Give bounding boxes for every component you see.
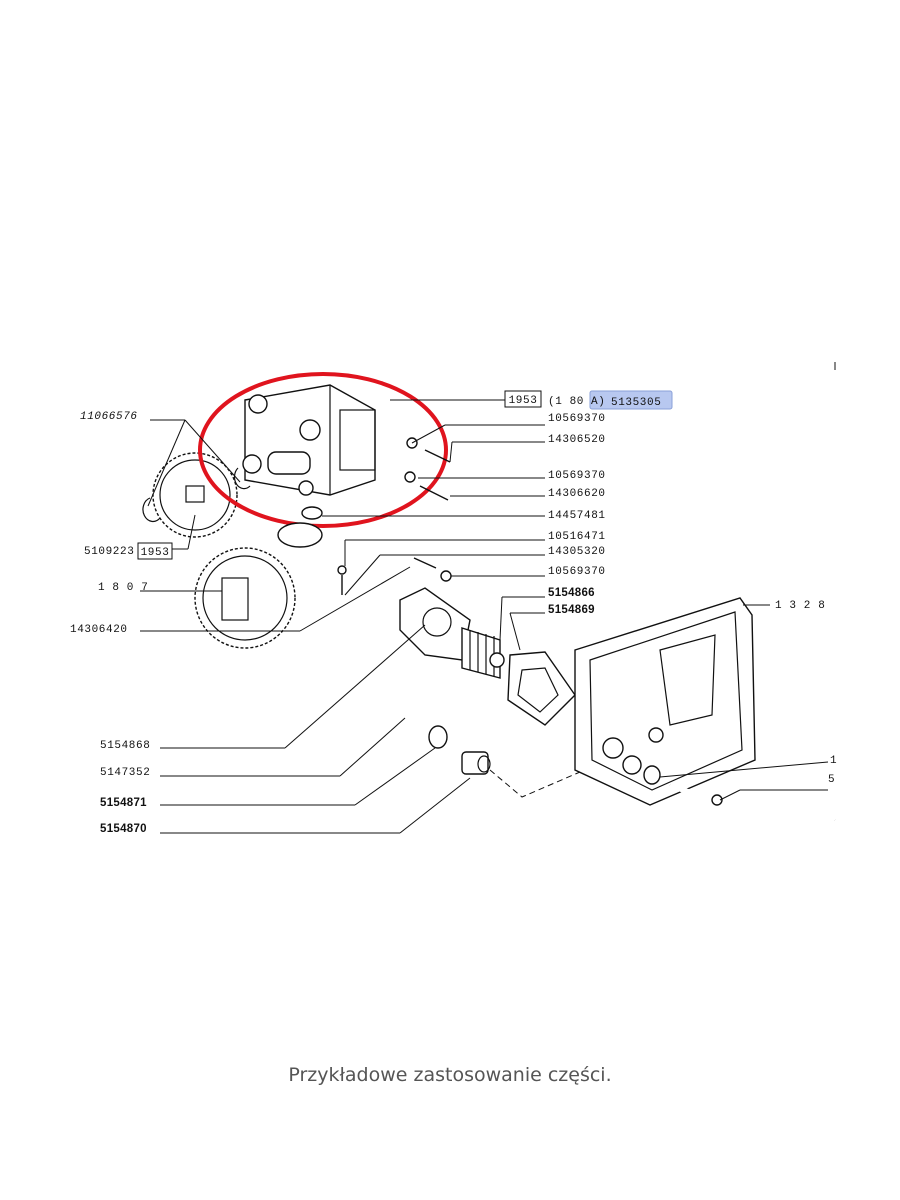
oil-pipe <box>277 522 416 721</box>
label-1806: (1 80 6 <box>548 396 598 408</box>
label-14305320: 14305320 <box>548 546 606 558</box>
strainer-housing <box>399 587 505 679</box>
label-10516471: 10516471 <box>548 531 606 543</box>
dashed-leader <box>489 769 581 798</box>
oil-pump <box>242 384 376 496</box>
box-1953-top <box>504 390 542 408</box>
label-a: A) <box>591 396 605 408</box>
label-5154870: 5154870 <box>100 823 147 835</box>
label-1328: 1 3 2 8 <box>775 600 825 612</box>
label-edge-1: 1 <box>830 755 837 767</box>
label-5154871: 5154871 <box>100 797 147 809</box>
label-14306520: 14306520 <box>548 434 606 446</box>
circlip-left <box>142 497 161 522</box>
label-10569370-a: 10569370 <box>548 413 606 425</box>
label-11066576: 11066576 <box>80 411 138 423</box>
label-5109223: 5109223 <box>84 546 134 558</box>
label-14306420: 14306420 <box>70 624 128 636</box>
oil-sump <box>574 597 836 822</box>
label-5154868: 5154868 <box>100 740 150 752</box>
label-1807: 1 8 0 7 <box>98 582 148 594</box>
label-5147352: 5147352 <box>100 767 150 779</box>
circlip-right <box>233 467 251 490</box>
label-5135305: 5135305 <box>611 397 661 409</box>
leader-lines <box>140 399 829 834</box>
large-gear <box>194 547 296 649</box>
box-1953-left <box>137 542 173 560</box>
label-1953-top: 1953 <box>509 395 538 407</box>
label-10569370-b: 10569370 <box>548 470 606 482</box>
part-number-highlight <box>589 390 673 410</box>
label-14306620: 14306620 <box>548 488 606 500</box>
label-1953-left: 1953 <box>141 547 170 559</box>
label-edge-2: 5 <box>828 774 835 786</box>
drain-plug <box>461 751 491 775</box>
label-5154866: 5154866 <box>548 587 595 599</box>
small-gear <box>152 452 238 538</box>
gasket <box>507 651 576 726</box>
label-5154869: 5154869 <box>548 604 595 616</box>
figure-caption: Przykładowe zastosowanie części. <box>288 1064 612 1086</box>
drain-washer <box>428 725 448 749</box>
highlight-ellipse <box>198 372 448 528</box>
label-14457481: 14457481 <box>548 510 606 522</box>
label-10569370-c: 10569370 <box>548 566 606 578</box>
hardware <box>301 437 452 595</box>
